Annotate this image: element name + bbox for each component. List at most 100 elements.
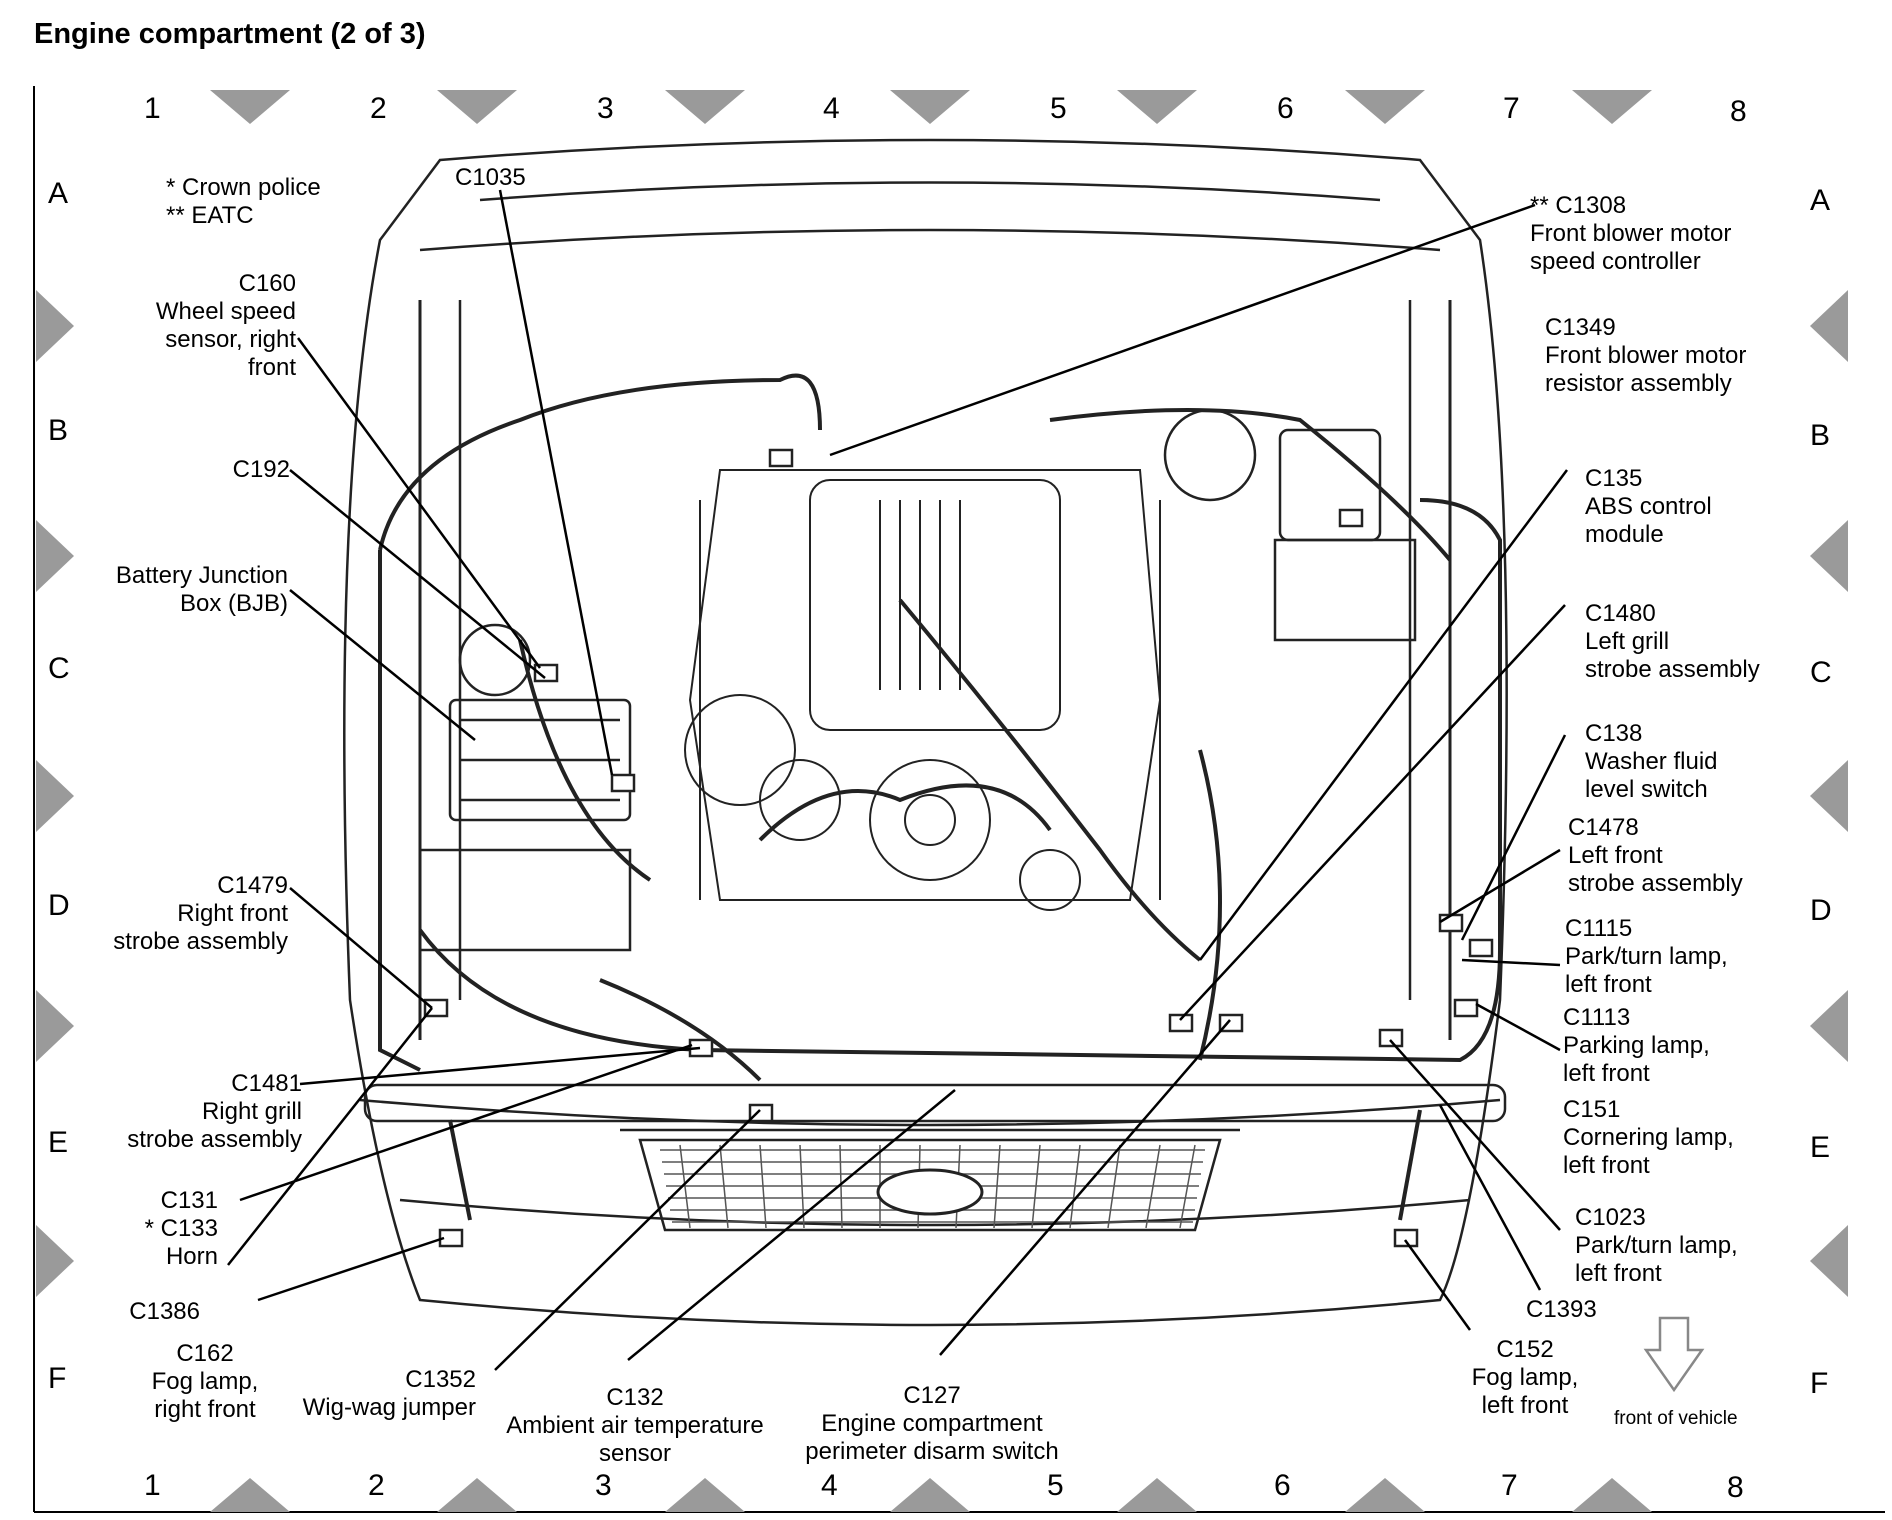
label-c1115: C1115 Park/turn lamp, left front: [1565, 915, 1728, 999]
connector-id: C1386: [129, 1298, 200, 1325]
connector-desc: Park/turn lamp,: [1575, 1232, 1738, 1259]
label-c127: C127 Engine compartment perimeter disarm…: [790, 1382, 1074, 1466]
connector-desc: perimeter disarm switch: [805, 1438, 1059, 1465]
connector-desc: Fog lamp,: [151, 1368, 259, 1395]
label-c1352: C1352 Wig-wag jumper: [280, 1366, 476, 1422]
connector-desc: Washer fluid: [1585, 748, 1718, 775]
col-label: 8: [1730, 95, 1747, 128]
connector-id: C152: [1496, 1336, 1554, 1363]
connector-desc: Cornering lamp,: [1563, 1124, 1734, 1151]
col-label: 5: [1050, 92, 1067, 125]
label-c135: C135 ABS control module: [1585, 465, 1712, 549]
connector-desc: Ambient air temperature: [506, 1412, 764, 1439]
connector-desc: sensor, right: [165, 326, 296, 353]
connector-desc: strobe assembly: [127, 1126, 302, 1153]
row-label: C: [48, 652, 70, 685]
connector-id: C1023: [1575, 1204, 1646, 1231]
connector-id: C1478: [1568, 814, 1639, 841]
label-c1386: C1386: [110, 1298, 200, 1326]
connector-id: C138: [1585, 720, 1643, 747]
connector-id: C192: [232, 456, 290, 483]
col-label: 6: [1277, 92, 1294, 125]
grille: [660, 1144, 1205, 1229]
connector-id: C1481: [231, 1070, 302, 1097]
connector-id: C135: [1585, 465, 1643, 492]
connector-id: C1035: [455, 164, 526, 191]
connector-id: C1480: [1585, 600, 1656, 627]
label-c162: C162 Fog lamp, right front: [130, 1340, 280, 1424]
row-label: B: [1810, 419, 1831, 452]
connector-desc: strobe assembly: [113, 928, 288, 955]
connector-desc: Horn: [165, 1243, 218, 1270]
connector-desc: Fog lamp,: [1471, 1364, 1579, 1391]
row-label: A: [1810, 184, 1831, 217]
connector-desc: left front: [1565, 971, 1652, 998]
label-c1113: C1113 Parking lamp, left front: [1563, 1004, 1710, 1088]
legend-eatc: ** EATC: [166, 202, 254, 229]
label-c1479: C1479 Right front strobe assembly: [90, 872, 288, 956]
label-c192: C192: [200, 456, 290, 484]
col-label: 3: [597, 92, 614, 125]
label-bjb: Battery Junction Box (BJB): [90, 562, 288, 618]
connector-desc: Front blower motor: [1545, 342, 1747, 369]
connector-desc: resistor assembly: [1545, 370, 1732, 397]
label-c1035: C1035: [455, 164, 526, 192]
col-label: 2: [370, 92, 387, 125]
connector-id: C1349: [1545, 314, 1616, 341]
col-label: 4: [823, 92, 840, 125]
row-label: B: [48, 414, 69, 447]
connector-desc: Park/turn lamp,: [1565, 943, 1728, 970]
row-label: D: [1810, 894, 1832, 927]
connector-id: C1115: [1565, 915, 1633, 942]
label-c1480: C1480 Left grill strobe assembly: [1585, 600, 1760, 684]
grid-markers: [36, 90, 1848, 1512]
legend: * Crown police ** EATC: [166, 174, 321, 230]
col-label: 4: [821, 1469, 838, 1502]
connector-id: * C133: [144, 1215, 218, 1242]
connector-id: C1479: [217, 872, 288, 899]
connector-id: C151: [1563, 1096, 1621, 1123]
row-label: D: [48, 889, 70, 922]
connector-desc: Left front: [1568, 842, 1663, 869]
connector-id: C131: [160, 1187, 218, 1214]
page-title: Engine compartment (2 of 3): [34, 18, 426, 50]
row-label: A: [48, 177, 69, 210]
leader-lines: [227, 189, 1569, 1371]
connector-id: C160: [238, 270, 296, 297]
connector-desc: left front: [1481, 1392, 1569, 1419]
vehicle-body: [343, 138, 1508, 1327]
component-name: Battery Junction: [115, 562, 288, 589]
connectors: [423, 448, 1494, 1248]
wiring-harness: [378, 373, 1502, 1221]
connector-desc: left front: [1563, 1060, 1650, 1087]
connector-desc: Engine compartment: [821, 1410, 1043, 1437]
engine: [684, 469, 1162, 911]
label-c1349: C1349 Front blower motor resistor assemb…: [1545, 314, 1746, 398]
connector-id: C127: [903, 1382, 961, 1409]
connector-desc: strobe assembly: [1568, 870, 1743, 897]
col-label: 1: [144, 92, 161, 125]
abs-module: [1163, 408, 1417, 642]
col-label: 2: [368, 1469, 385, 1502]
connector-desc: Right front: [177, 900, 288, 927]
col-label: 1: [144, 1469, 161, 1502]
label-c131: C131 * C133 Horn: [120, 1187, 218, 1271]
front-arrow-icon: [1643, 1316, 1705, 1393]
label-c152: C152 Fog lamp, left front: [1460, 1336, 1590, 1420]
connector-id: C1113: [1563, 1004, 1631, 1031]
connector-desc: right front: [154, 1396, 256, 1423]
col-label: 8: [1727, 1471, 1744, 1504]
label-c132: C132 Ambient air temperature sensor: [490, 1384, 780, 1468]
label-c1481: C1481 Right grill strobe assembly: [90, 1070, 302, 1154]
row-label: F: [48, 1362, 67, 1395]
col-label: 7: [1501, 1469, 1518, 1502]
connector-id: C1352: [405, 1366, 476, 1393]
connector-desc: Left grill: [1585, 628, 1670, 655]
battery-bjb: [418, 623, 632, 952]
connector-desc: left front: [1575, 1260, 1662, 1287]
connector-desc: ABS control: [1585, 493, 1712, 520]
label-c1308: ** C1308 Front blower motor speed contro…: [1530, 192, 1731, 276]
connector-desc: Parking lamp,: [1563, 1032, 1710, 1059]
row-label: E: [1810, 1131, 1831, 1164]
